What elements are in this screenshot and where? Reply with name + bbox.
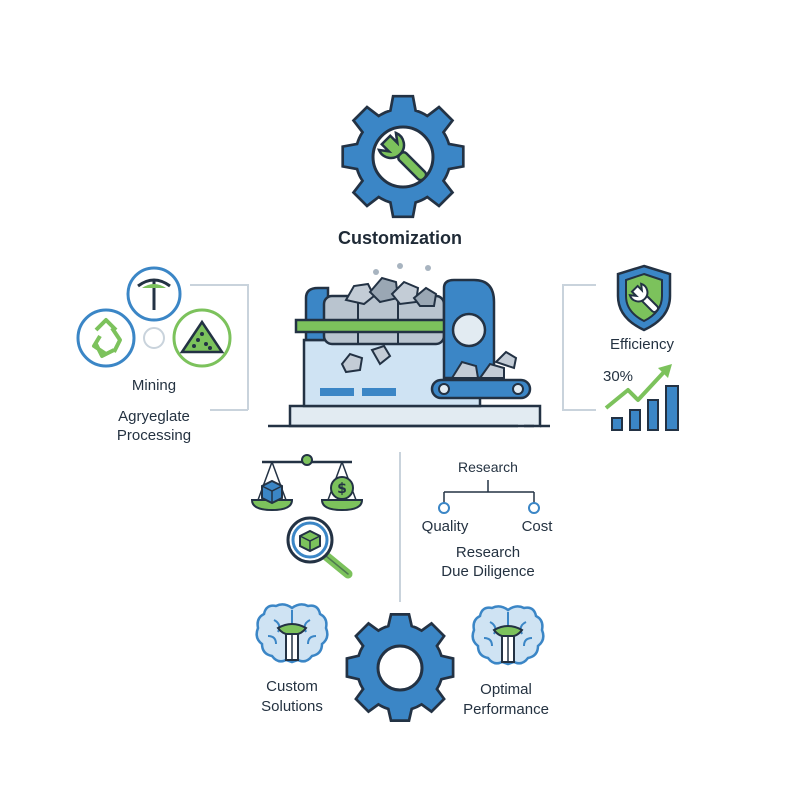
rock-pile-icon	[172, 308, 232, 368]
recycle-icon	[76, 308, 136, 368]
customization-title: Customization	[338, 228, 462, 248]
aggregate-label-line2: Processing	[116, 427, 192, 444]
svg-text:$: $	[337, 481, 347, 497]
mining-icon-cluster	[76, 266, 232, 368]
optimal-performance-line1: Optimal	[480, 681, 532, 698]
research-tree-lines	[438, 480, 540, 514]
optimal-performance-line2: Performance	[463, 701, 549, 718]
growth-chart-icon	[604, 364, 679, 431]
right-bracket-top	[562, 284, 596, 286]
left-bracket-bottom	[210, 409, 248, 411]
balance-scale-icon: $	[250, 454, 364, 512]
research-sub-line2: Due Diligence	[441, 563, 535, 580]
efficiency-percent: 30%	[602, 368, 634, 385]
gear-wrench-icon	[341, 94, 465, 219]
custom-solutions-line2: Solutions	[261, 698, 323, 715]
pickaxe-icon	[126, 266, 182, 322]
research-title: Research	[458, 459, 518, 475]
magnifier-box-icon	[286, 516, 353, 579]
quality-label: Quality	[421, 518, 469, 535]
aggregate-label-line1: Agryeglate	[118, 408, 190, 425]
efficiency-label: Efficiency	[610, 336, 674, 353]
custom-solutions-line1: Custom	[266, 678, 318, 695]
research-sub-line1: Research	[455, 544, 521, 561]
crusher-machine-icon	[268, 263, 558, 428]
right-bracket-vert	[562, 284, 564, 410]
mining-label: Mining	[131, 377, 177, 394]
left-bracket-top	[190, 284, 248, 286]
brain-icon	[255, 603, 329, 664]
left-bracket-vert	[247, 284, 249, 410]
gear-icon	[345, 613, 455, 722]
cost-label: Cost	[521, 518, 553, 535]
brain-icon-right	[471, 605, 545, 666]
center-divider	[399, 452, 401, 602]
shield-wrench-icon	[616, 264, 672, 332]
right-bracket-bottom	[562, 409, 596, 411]
